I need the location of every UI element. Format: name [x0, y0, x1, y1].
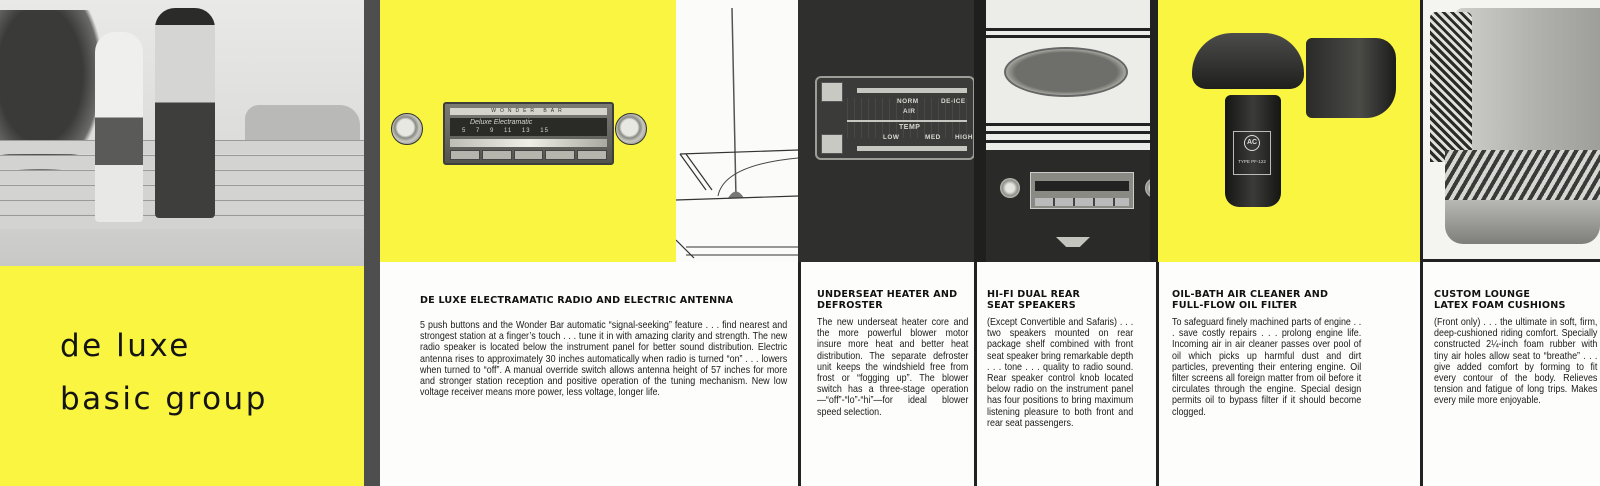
- cover-title-panel: de luxe basic group: [0, 266, 364, 486]
- oil-section-body: To safeguard finely machined parts of en…: [1172, 317, 1362, 418]
- mini-radio-illustration: [1030, 172, 1134, 209]
- temp-lever: [821, 134, 843, 154]
- radio-section-heading: DE LUXE ELECTRAMATIC RADIO AND ELECTRIC …: [420, 295, 734, 306]
- antenna-line-drawing: [675, 7, 799, 259]
- radio-dial-brand: Deluxe Electramatic: [470, 119, 533, 126]
- speakers-heading-line1: HI-FI DUAL REAR: [987, 289, 1081, 300]
- oil-heading-line1: OIL-BATH AIR CLEANER AND: [1172, 289, 1329, 300]
- heater-section-body: The new underseat heater core and the mo…: [817, 317, 969, 418]
- heater-heading-line1: UNDERSEAT HEATER AND: [817, 289, 958, 300]
- radio-section-body: 5 push buttons and the Wonder Bar automa…: [420, 320, 788, 399]
- oil-heading-line2: FULL-FLOW OIL FILTER: [1172, 300, 1298, 311]
- radio-section: DE LUXE ELECTRAMATIC RADIO AND ELECTRIC …: [380, 262, 798, 486]
- air-intake-illustration: [1306, 38, 1396, 118]
- cushions-heading-line2: LATEX FOAM CUSHIONS: [1434, 300, 1566, 311]
- speakers-heading-line2: SEAT SPEAKERS: [987, 300, 1076, 311]
- cover-title-line2: basic group: [60, 381, 268, 417]
- man-figure: [155, 8, 215, 218]
- cover-photo: [0, 0, 364, 266]
- radio-right-knob-illustration: [615, 113, 647, 145]
- radio-dial-numbers: 5 7 9 11 13 15: [462, 128, 549, 134]
- oil-filter-illustration: AC TYPE PF-122: [1225, 95, 1281, 207]
- ac-badge: AC: [1244, 135, 1260, 151]
- emblem-illustration: [1056, 237, 1090, 247]
- woman-figure: [95, 32, 143, 222]
- seat-base-illustration: [1445, 200, 1600, 244]
- radio-left-knob-illustration: [391, 113, 423, 145]
- speakers-section: HI-FI DUAL REAR SEAT SPEAKERS (Except Co…: [974, 262, 1150, 486]
- antenna-illustration: [675, 0, 799, 262]
- cushions-section-body: (Front only) . . . the ultimate in soft,…: [1434, 317, 1598, 407]
- speakers-section-body: (Except Convertible and Safaris) . . . t…: [987, 317, 1134, 429]
- oil-section: OIL-BATH AIR CLEANER AND FULL-FLOW OIL F…: [1150, 262, 1396, 486]
- radio-push-buttons: [450, 150, 607, 160]
- heater-control-illustration: NORM DE-ICE AIR TEMP LOW MED HIGH: [815, 76, 975, 160]
- wonder-bar-label: WONDER BAR: [450, 108, 607, 115]
- rear-speaker-grille-illustration: [1004, 47, 1128, 97]
- radio-illustration: WONDER BAR Deluxe Electramatic 5 7 9 11 …: [443, 102, 614, 165]
- radio-dial: Deluxe Electramatic 5 7 9 11 13 15: [450, 118, 607, 136]
- cushions-section: CUSTOM LOUNGE LATEX FOAM CUSHIONS (Front…: [1423, 262, 1600, 486]
- cushions-heading-line1: CUSTOM LOUNGE: [1434, 289, 1531, 300]
- car-silhouette: [245, 105, 360, 143]
- page-divider: [364, 0, 380, 486]
- mini-radio-knob-left: [1000, 178, 1020, 198]
- seat-back-illustration: [1455, 8, 1600, 158]
- heater-section: UNDERSEAT HEATER AND DEFROSTER The new u…: [798, 262, 974, 486]
- air-cleaner-illustration: [1192, 33, 1304, 89]
- cover-title-line1: de luxe: [60, 328, 191, 364]
- air-lever: [821, 82, 843, 102]
- seat-cutaway-springs: [1430, 12, 1472, 162]
- heater-heading-line2: DEFROSTER: [817, 300, 883, 311]
